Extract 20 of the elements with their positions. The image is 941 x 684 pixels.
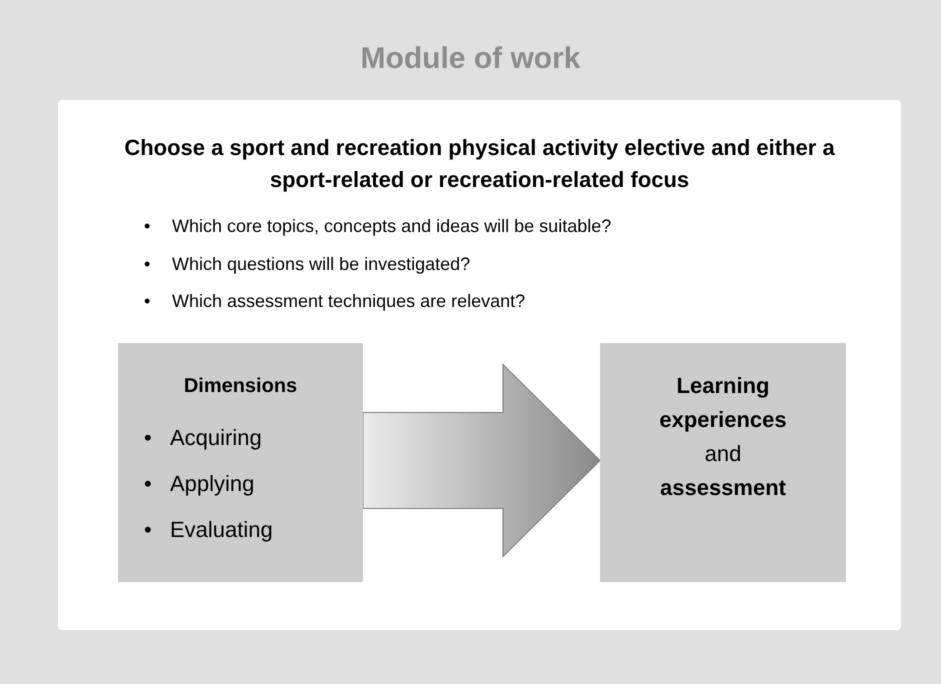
bullet-marker: • [144,516,153,544]
box-heading: Dimensions [182,374,298,399]
content-panel [58,100,901,630]
bullet-item: Which assessment techniques are relevant? [172,290,526,313]
dimensions-box [118,343,363,582]
box-text: Learning experiences and assessment [658,372,788,502]
bullet-marker: • [144,424,153,452]
bullet-item: Evaluating [170,516,273,544]
bullet-item: Applying [170,470,254,498]
bullet-item: Which core topics, concepts and ideas will be suitable? [172,215,612,238]
bullet-marker: • [144,215,152,238]
heading: Choose a sport and recreation physical activity elective and either a sport-related or recreation-related focus [123,134,836,194]
block-arrow [362,363,601,558]
bullet-marker: • [144,290,152,313]
bullet-marker: • [144,252,152,276]
bullet-item: Acquiring [170,424,262,452]
bullet-marker: • [144,470,153,498]
bullet-item: Which questions will be investigated? [172,252,470,276]
panel-title: Module of work [360,41,582,77]
outcome-box [600,343,846,582]
